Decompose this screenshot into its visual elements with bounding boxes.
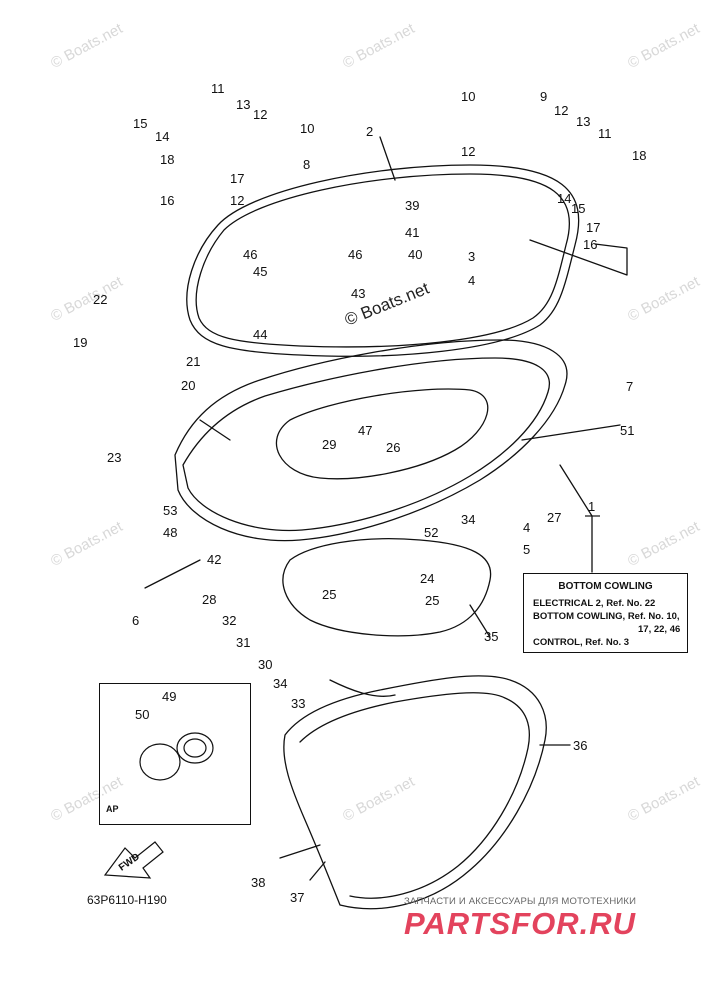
callout-11: 11 [598, 126, 612, 141]
callout-32: 32 [222, 613, 237, 628]
callout-35: 35 [484, 629, 499, 644]
footer-slogan: ЗАПЧАСТИ И АКСЕССУАРЫ ДЛЯ МОТОТЕХНИКИ [404, 896, 637, 907]
seal-ring [186, 164, 580, 357]
callout-45: 45 [253, 264, 268, 279]
callout-13: 13 [236, 97, 251, 112]
callout-52: 52 [424, 525, 439, 540]
callout-43: 43 [351, 286, 366, 301]
callout-19: 19 [73, 335, 88, 350]
callout-31: 31 [236, 635, 251, 650]
callout-23: 23 [107, 450, 122, 465]
callout-13: 13 [576, 114, 591, 129]
callout-1: 1 [588, 499, 596, 514]
callout-18: 18 [632, 148, 647, 163]
callout-10: 10 [461, 89, 476, 104]
callout-48: 48 [163, 525, 178, 540]
callout-12: 12 [230, 193, 245, 208]
callout-49: 49 [162, 689, 177, 704]
callout-25: 25 [425, 593, 440, 608]
callout-34: 34 [273, 676, 288, 691]
callout-27: 27 [547, 510, 562, 525]
callout-47: 47 [358, 423, 373, 438]
reference-line: ELECTRICAL 2, Ref. No. 22 [533, 598, 656, 609]
callout-18: 18 [160, 152, 175, 167]
callout-14: 14 [155, 129, 170, 144]
callout-10: 10 [300, 121, 315, 136]
reference-box-title: BOTTOM COWLING [558, 581, 653, 592]
callout-3: 3 [468, 249, 476, 264]
callout-16: 16 [583, 237, 598, 252]
callout-33: 33 [291, 696, 306, 711]
callout-21: 21 [186, 354, 201, 369]
callout-39: 39 [405, 198, 420, 213]
callout-51: 51 [620, 423, 635, 438]
inset-label: AP [106, 804, 119, 814]
reference-line: 17, 22, 46 [638, 624, 681, 635]
callout-40: 40 [408, 247, 423, 262]
callout-53: 53 [163, 503, 178, 518]
callout-17: 17 [230, 171, 245, 186]
callout-34: 34 [461, 512, 476, 527]
callout-29: 29 [322, 437, 337, 452]
callout-36: 36 [573, 738, 588, 753]
callout-4: 4 [523, 520, 531, 535]
callout-12: 12 [461, 144, 476, 159]
callout-7: 7 [626, 379, 634, 394]
callout-6: 6 [132, 613, 140, 628]
callout-15: 15 [133, 116, 148, 131]
callout-37: 37 [290, 890, 305, 905]
callout-42: 42 [207, 552, 222, 567]
callout-50: 50 [135, 707, 150, 722]
inset-box [99, 683, 251, 825]
callout-28: 28 [202, 592, 217, 607]
callout-14: 14 [557, 191, 572, 206]
callout-26: 26 [386, 440, 401, 455]
callout-22: 22 [93, 292, 108, 307]
lower-apron [283, 675, 547, 910]
callout-8: 8 [303, 157, 311, 172]
callout-38: 38 [251, 875, 266, 890]
reference-line: BOTTOM COWLING, Ref. No. 10, [533, 611, 680, 622]
callout-12: 12 [554, 103, 569, 118]
callout-41: 41 [405, 225, 420, 240]
footer-brand-logo: PARTSFOR.RU [404, 906, 637, 941]
gasket [282, 538, 492, 637]
callout-16: 16 [160, 193, 175, 208]
callout-4: 4 [468, 273, 476, 288]
callout-9: 9 [540, 89, 548, 104]
callout-11: 11 [211, 81, 225, 96]
callout-46: 46 [348, 247, 363, 262]
reference-box: BOTTOM COWLING ELECTRICAL 2, Ref. No. 22… [523, 573, 688, 653]
bottom-cowling-body [174, 339, 568, 542]
callout-46: 46 [243, 247, 258, 262]
callout-2: 2 [366, 124, 374, 139]
callout-24: 24 [420, 571, 435, 586]
fwd-arrow-shape [103, 841, 164, 879]
drawing-code: 63P6110-H190 [87, 893, 167, 907]
callout-25: 25 [322, 587, 337, 602]
callout-20: 20 [181, 378, 196, 393]
callout-12: 12 [253, 107, 268, 122]
callout-44: 44 [253, 327, 268, 342]
callout-5: 5 [523, 542, 531, 557]
callout-30: 30 [258, 657, 273, 672]
callout-15: 15 [571, 201, 586, 216]
callout-17: 17 [586, 220, 601, 235]
reference-line: CONTROL, Ref. No. 3 [533, 637, 630, 648]
